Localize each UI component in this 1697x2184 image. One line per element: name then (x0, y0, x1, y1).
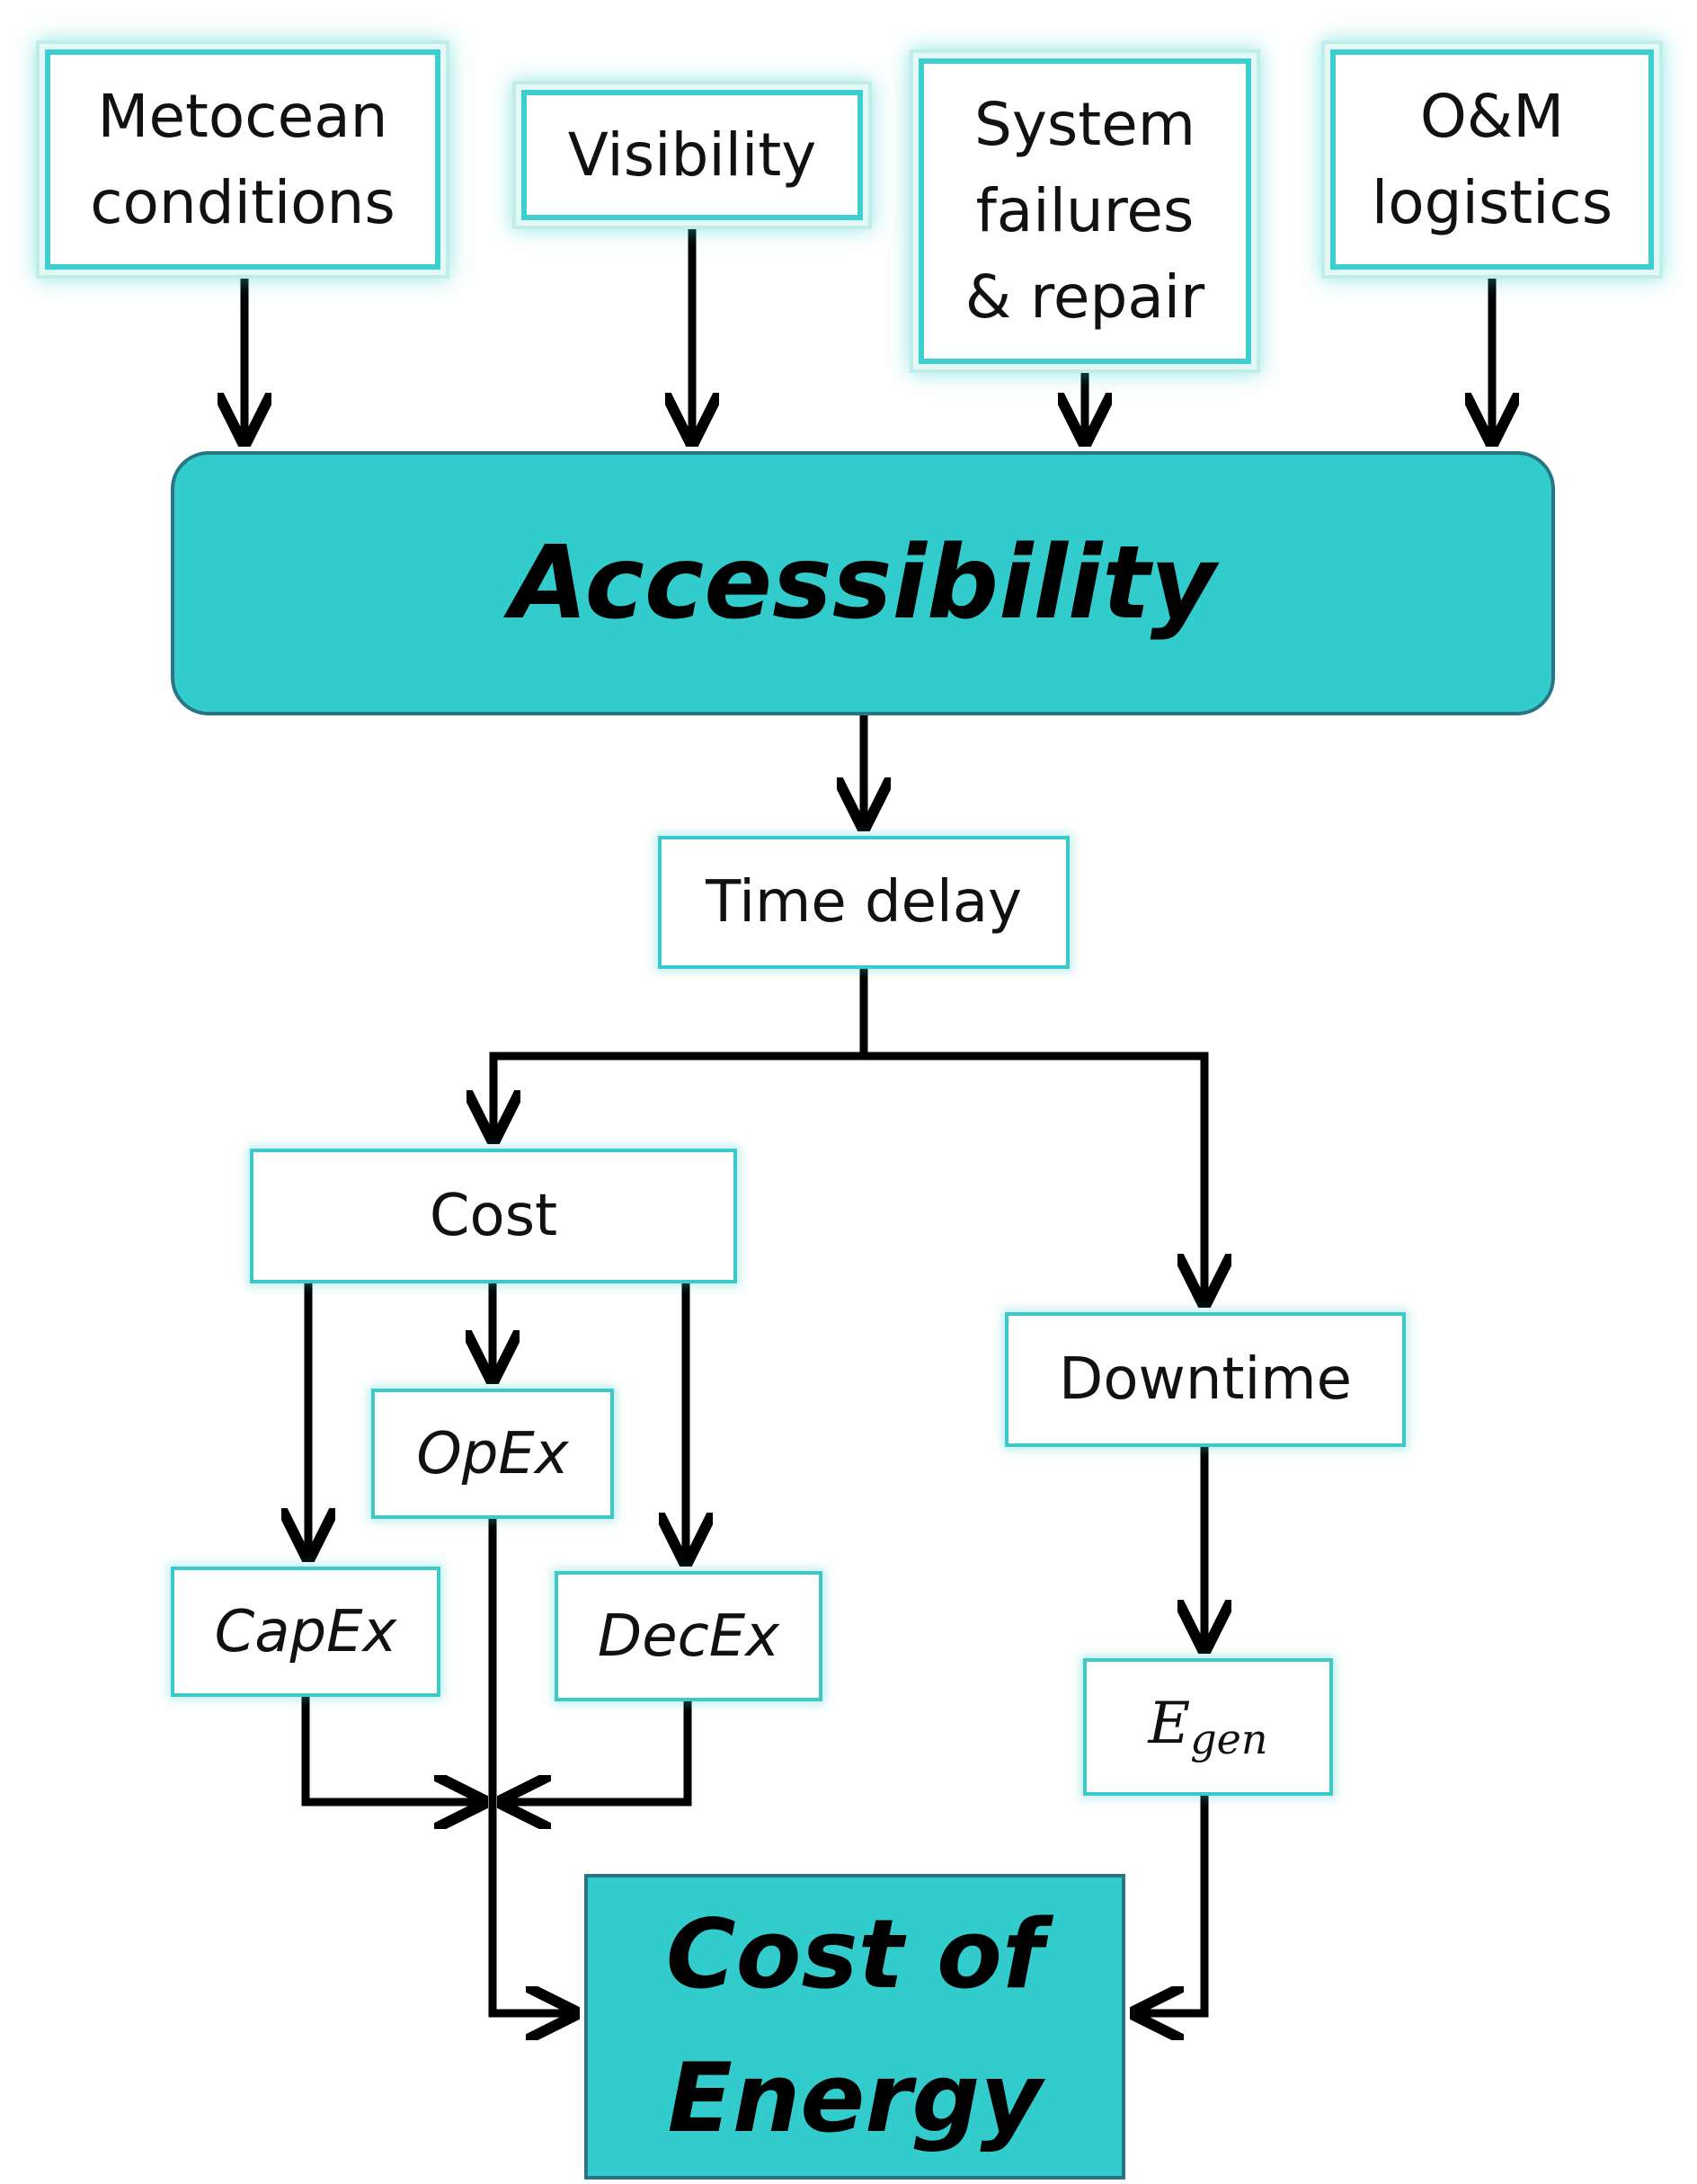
capex-label: CapEx (214, 1598, 397, 1665)
arrow-egen-to-coe (1134, 1796, 1209, 2013)
arrow-capex-to-opex (301, 1697, 484, 1802)
metocean-conditions-node: Metocean conditions (45, 49, 440, 270)
system-failures-node: System failures & repair (919, 58, 1251, 364)
om-logistics-node: O&M logistics (1330, 49, 1654, 270)
cost-of-energy-label: Cost of Energy (665, 1899, 1044, 2153)
downtime-label: Downtime (1059, 1346, 1352, 1413)
visibility-node: Visibility (521, 90, 863, 220)
decex-label: DecEx (597, 1602, 780, 1670)
downtime-node: Downtime (1005, 1312, 1406, 1447)
opex-node: OpEx (371, 1389, 614, 1519)
accessibility-node: Accessibility (171, 451, 1555, 715)
time-delay-node: Time delay (658, 836, 1070, 969)
egen-node: Egen (1083, 1658, 1333, 1796)
cost-of-energy-node: Cost of Energy (584, 1874, 1125, 2180)
capex-node: CapEx (171, 1567, 440, 1697)
om-logistics-label: O&M logistics (1371, 81, 1613, 237)
system-failures-label: System failures & repair (964, 90, 1205, 332)
arrow-opex-to-coe (488, 1519, 575, 2013)
opex-label: OpEx (416, 1420, 569, 1487)
time-delay-label: Time delay (706, 869, 1022, 936)
egen-subscript: gen (1190, 1715, 1268, 1763)
decex-node: DecEx (555, 1571, 822, 1701)
cost-label: Cost (429, 1183, 558, 1249)
metocean-conditions-label: Metocean conditions (90, 81, 395, 237)
arrow-time-delay-to-downtime (864, 1052, 1204, 1303)
visibility-label: Visibility (567, 120, 817, 190)
egen-label: Egen (1148, 1691, 1267, 1763)
cost-node: Cost (250, 1149, 737, 1283)
egen-main: E (1148, 1691, 1191, 1757)
arrow-time-delay-to-cost (493, 1052, 864, 1140)
accessibility-label: Accessibility (510, 525, 1216, 642)
arrow-decex-to-opex (502, 1701, 692, 1802)
